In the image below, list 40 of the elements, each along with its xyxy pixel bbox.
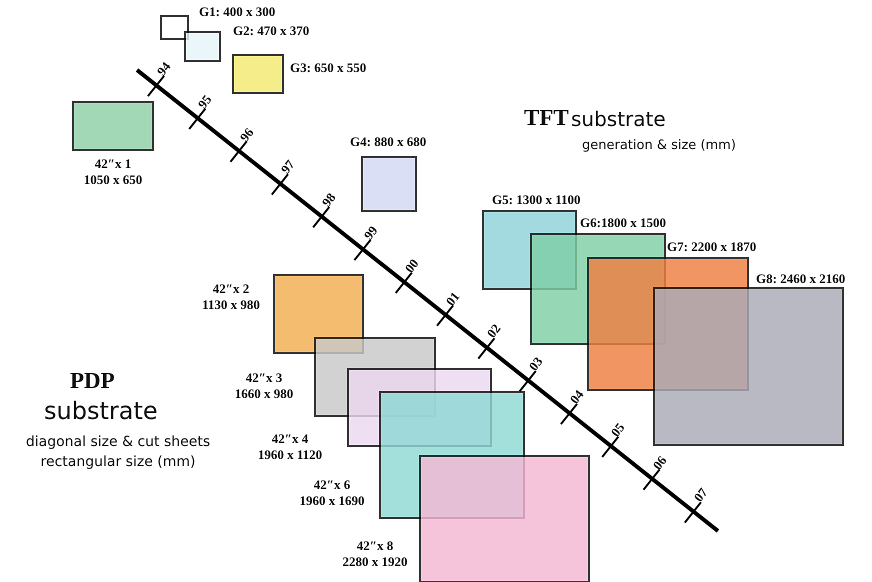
year-label: 06 bbox=[648, 452, 670, 474]
size-label: G3: 650 x 550 bbox=[290, 60, 368, 76]
heading: substrate bbox=[44, 397, 158, 425]
size-label: G8: 2460 x 2160 bbox=[756, 271, 846, 287]
size-label: G1: 400 x 300 bbox=[199, 4, 276, 20]
dimension-label: 1130 x 980 bbox=[201, 297, 261, 313]
size-label: G5: 1300 x 1100 bbox=[492, 192, 582, 208]
dimension-label: 2280 x 1920 bbox=[342, 554, 408, 570]
size-label: 42″x 2 bbox=[212, 281, 250, 297]
size-label: G4: 880 x 680 bbox=[350, 134, 428, 150]
subheading: generation & size (mm) bbox=[582, 138, 736, 153]
year-label: 00 bbox=[400, 254, 422, 278]
heading: PDP bbox=[70, 368, 115, 394]
year-label: 94 bbox=[152, 58, 175, 80]
size-label: G6:1800 x 1500 bbox=[580, 215, 667, 231]
year-label: 04 bbox=[566, 386, 588, 408]
year-label: 99 bbox=[359, 222, 382, 244]
year-label: 95 bbox=[194, 90, 216, 114]
size-label: G2: 470 x 370 bbox=[233, 23, 310, 39]
heading: substrate bbox=[571, 107, 666, 131]
size-label: G7: 2200 x 1870 bbox=[667, 239, 758, 255]
year-label: 07 bbox=[690, 484, 712, 507]
year-label: 02 bbox=[483, 320, 505, 343]
dimension-label: 1050 x 650 bbox=[82, 172, 144, 188]
year-label: 01 bbox=[442, 288, 464, 310]
size-label: 42″x 6 bbox=[312, 477, 352, 493]
subheading: diagonal size & cut sheets rectangular size (mm) bbox=[24, 433, 212, 472]
year-label: 05 bbox=[607, 418, 629, 442]
year-label: 96 bbox=[235, 124, 258, 146]
year-label: 03 bbox=[524, 353, 546, 376]
size-label: 42″x 8 bbox=[356, 538, 394, 554]
dimension-label: 1660 x 980 bbox=[234, 386, 294, 402]
size-label: 42″x 3 bbox=[244, 370, 284, 386]
year-label: 97 bbox=[276, 156, 298, 179]
year-label: 98 bbox=[318, 189, 340, 212]
size-label: 42″x 1 bbox=[94, 156, 132, 172]
dimension-label: 1960 x 1690 bbox=[298, 493, 366, 509]
dimension-label: 1960 x 1120 bbox=[256, 447, 324, 463]
heading: TFT bbox=[524, 105, 569, 131]
size-label: 42″x 4 bbox=[270, 431, 310, 447]
